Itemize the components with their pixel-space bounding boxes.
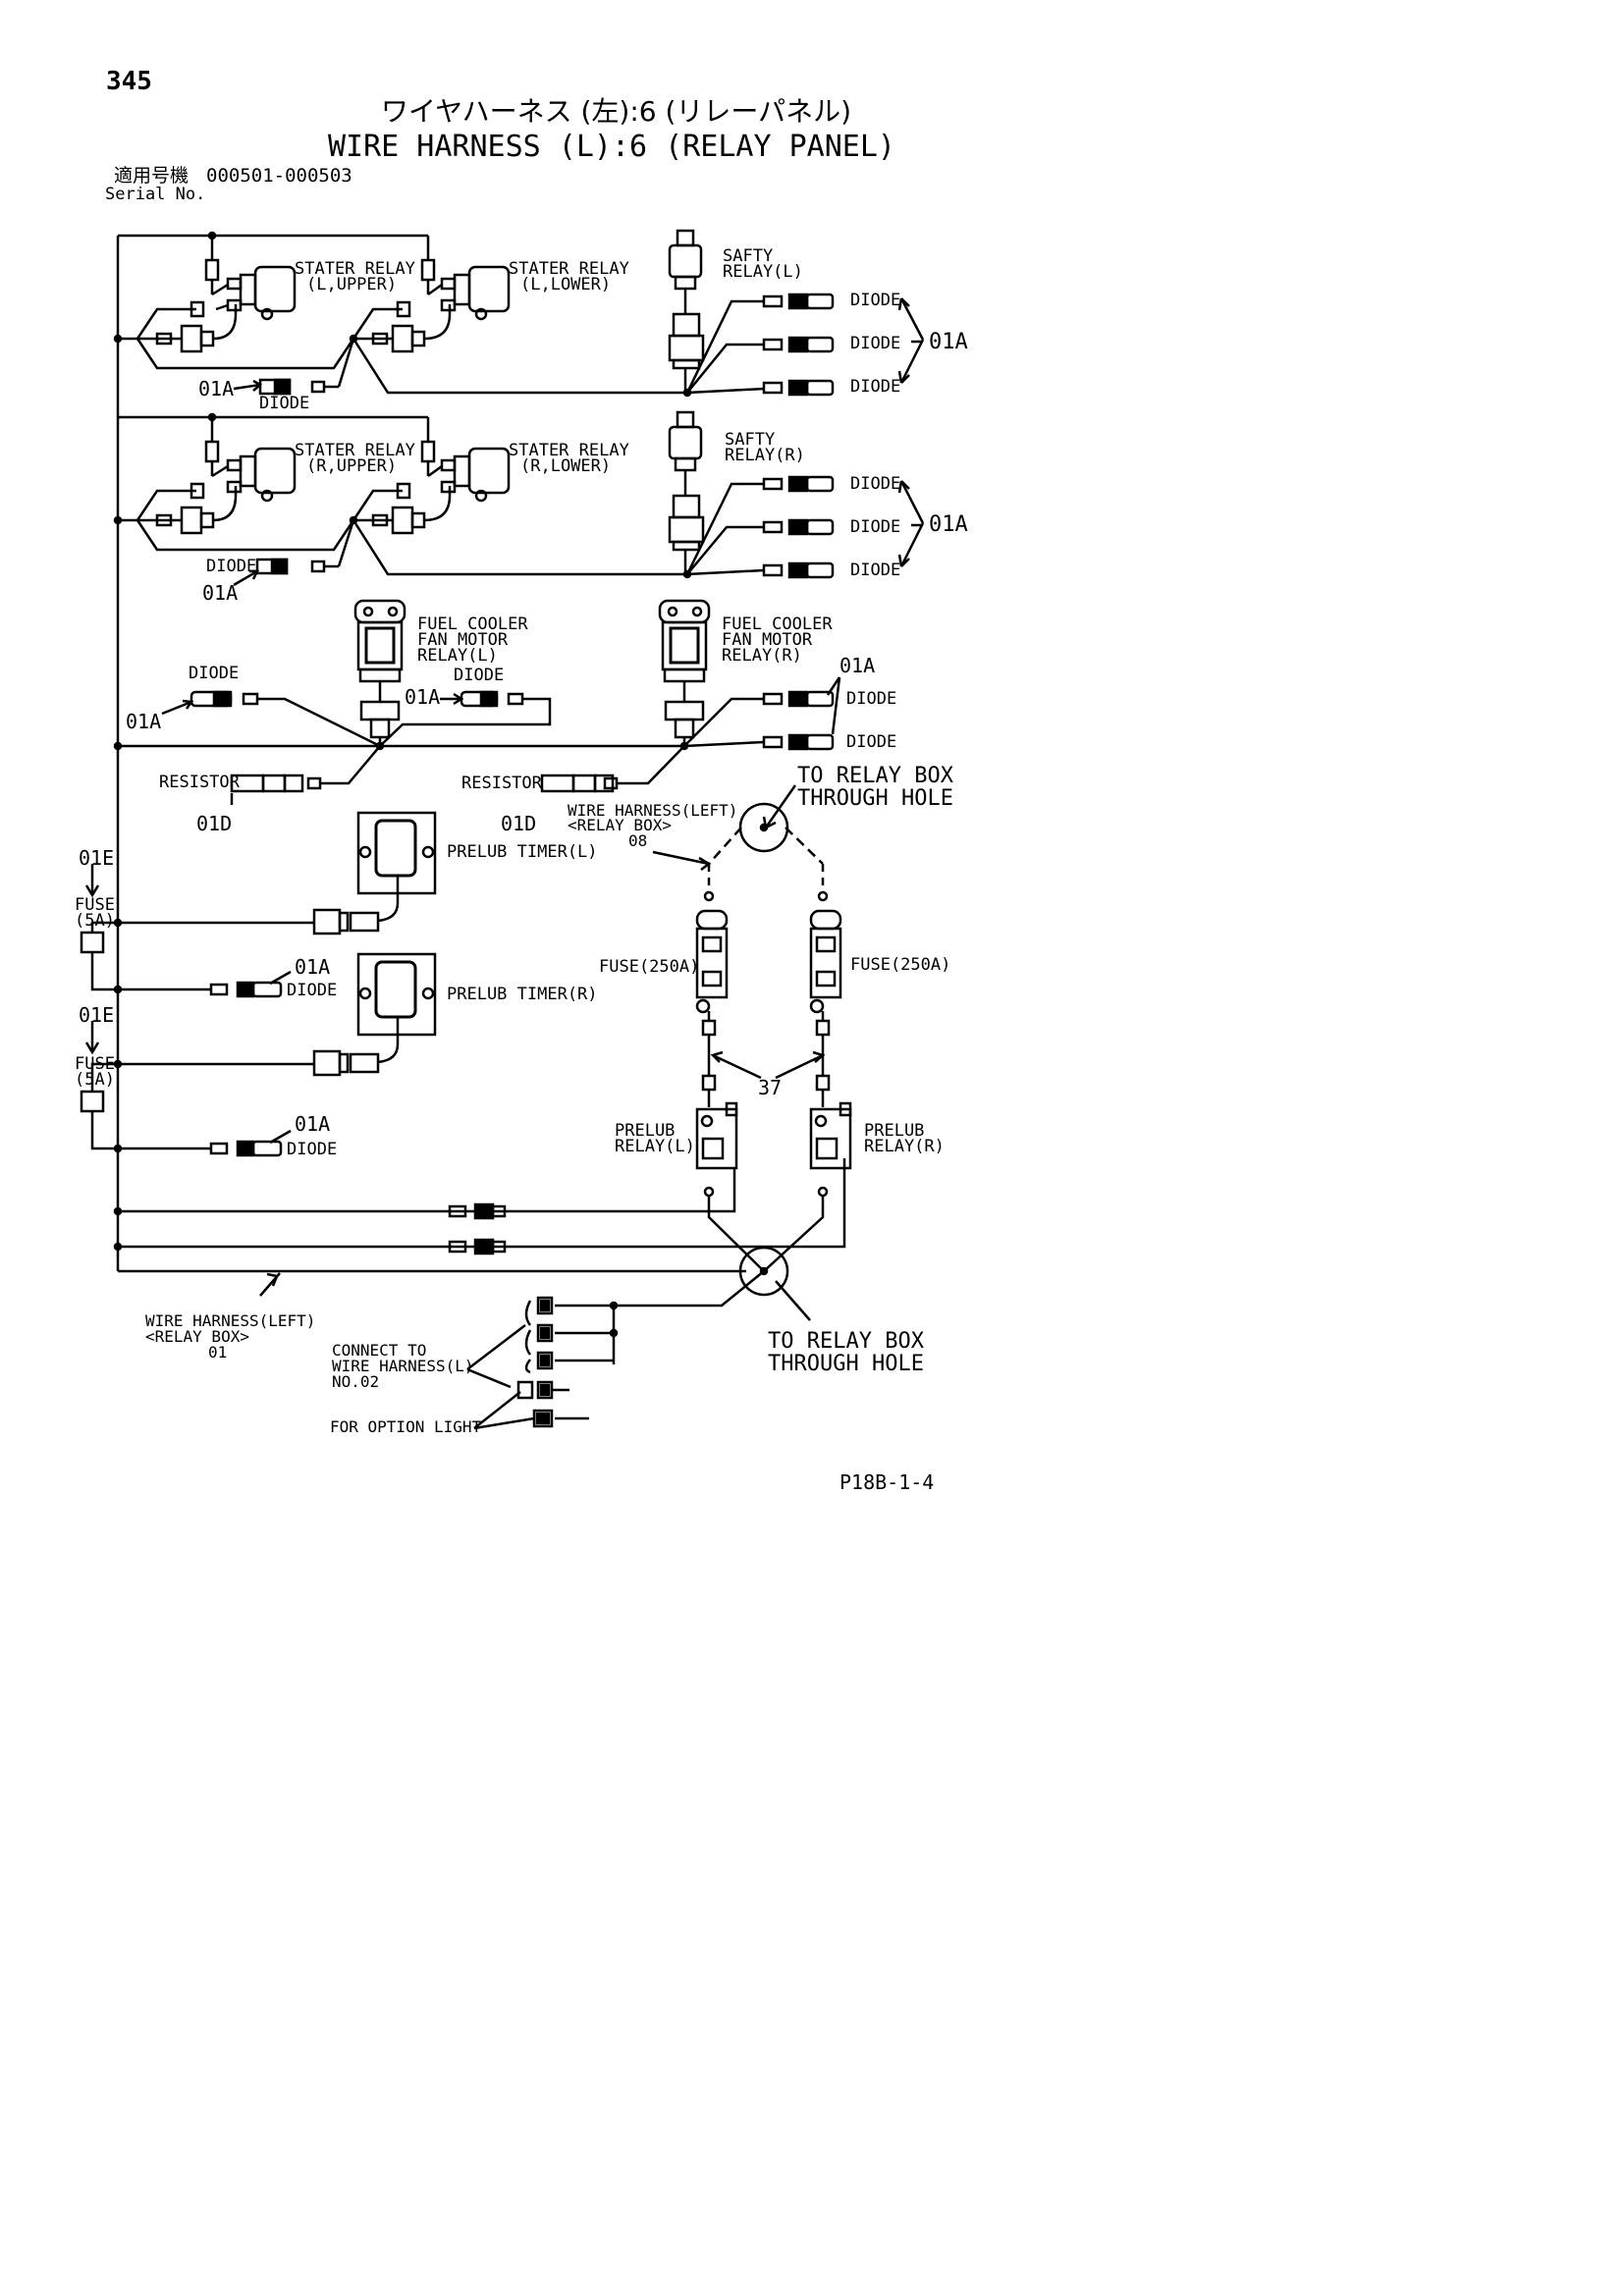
safty-relay-r <box>668 410 705 574</box>
label-01a: 01A <box>929 512 968 537</box>
label-prelub-relay-r: RELAY(R) <box>864 1137 945 1156</box>
label-prelub-l: PRELUB <box>615 1121 676 1141</box>
label-relay-r-fuel: RELAY(R) <box>722 646 802 666</box>
label-01a: 01A <box>405 685 441 709</box>
label-for-option-light: FOR OPTION LIGHT <box>330 1417 482 1436</box>
footer-code: P18B-1-4 <box>839 1470 935 1494</box>
label-diode: DIODE <box>189 664 240 683</box>
label-01: 01 <box>208 1343 228 1362</box>
label-through-hole-bottom: THROUGH HOLE <box>768 1352 924 1376</box>
label-diode: DIODE <box>287 981 338 1000</box>
label-relay-box: <RELAY BOX> <box>568 816 672 834</box>
label-fan-motor-r: FAN MOTOR <box>722 630 813 650</box>
label-to-relay-box-top: TO RELAY BOX <box>797 764 953 788</box>
page-number: 345 <box>106 67 152 96</box>
safty-relay-l <box>668 229 705 393</box>
label-diode: DIODE <box>850 561 901 580</box>
label-resistor-l: RESISTOR <box>159 773 240 792</box>
label-01a: 01A <box>839 654 876 677</box>
label-diode: DIODE <box>846 732 897 752</box>
label-08: 08 <box>628 831 648 850</box>
label-01a: 01A <box>295 1112 331 1136</box>
label-resistor-r: RESISTOR <box>461 774 542 793</box>
diode-connectors-l <box>762 293 835 397</box>
label-through-hole-top: THROUGH HOLE <box>797 786 953 811</box>
label-diode: DIODE <box>850 517 901 537</box>
label-fan-motor-l: FAN MOTOR <box>417 630 509 650</box>
label-prelub-r: PRELUB <box>864 1121 925 1141</box>
label-r-lower: (R,LOWER) <box>520 456 612 476</box>
label-01d: 01D <box>501 812 537 835</box>
serial-range: 000501-000503 <box>206 165 352 187</box>
label-relay-box-bottom: <RELAY BOX> <box>145 1327 249 1346</box>
prelub-timer-l <box>118 811 437 935</box>
label-fuse-250a-r: FUSE(250A) <box>850 955 951 975</box>
fuse-250a-l <box>695 890 729 1107</box>
stater-relay-l-upper <box>204 258 297 321</box>
label-diode: DIODE <box>454 666 505 685</box>
label-fuse-5a: (5A) <box>75 911 115 931</box>
label-stater-relay-l-upper: STATER RELAY <box>295 259 415 279</box>
label-l-upper: (L,UPPER) <box>306 275 398 294</box>
label-01d: 01D <box>196 812 233 835</box>
label-safty-r: SAFTY <box>725 430 776 450</box>
label-01a: 01A <box>126 710 162 733</box>
label-prelub-relay-l: RELAY(L) <box>615 1137 695 1156</box>
label-relay-l: RELAY(L) <box>723 262 803 282</box>
label-diode: DIODE <box>287 1140 338 1159</box>
label-diode: DIODE <box>850 291 901 310</box>
label-connect-to: CONNECT TO <box>332 1341 427 1360</box>
serial-label-jp: 適用号機 <box>114 165 189 187</box>
label-diode: DIODE <box>850 334 901 353</box>
label-diode: DIODE <box>206 557 257 576</box>
label-fuse: FUSE <box>75 895 115 915</box>
prelub-relay-l <box>695 1101 738 1198</box>
label-wire-harness-left-bottom: WIRE HARNESS(LEFT) <box>145 1311 316 1330</box>
label-01e: 01E <box>79 1003 115 1027</box>
label-prelub-timer-r: PRELUB TIMER(R) <box>447 985 598 1004</box>
label-safty-l: SAFTY <box>723 246 774 266</box>
label-01e: 01E <box>79 846 115 870</box>
label-fuel-cooler-l: FUEL COOLER <box>417 614 528 634</box>
prelub-relay-r <box>809 1101 852 1198</box>
title-english: WIRE HARNESS (L):6 (RELAY PANEL) <box>328 130 895 164</box>
fuse-250a-r <box>809 890 842 1107</box>
label-01a: 01A <box>202 581 239 605</box>
label-r-upper: (R,UPPER) <box>306 456 398 476</box>
label-to-relay-box-bottom: TO RELAY BOX <box>768 1329 924 1354</box>
label-37: 37 <box>758 1076 783 1099</box>
label-stater-relay-r-lower: STATER RELAY <box>509 441 629 460</box>
label-01a: 01A <box>198 377 235 400</box>
label-stater-relay-r-upper: STATER RELAY <box>295 441 415 460</box>
label-l-lower: (L,LOWER) <box>520 275 612 294</box>
label-diode: DIODE <box>259 394 310 413</box>
label-wire-harness-l: WIRE HARNESS(L) <box>332 1357 474 1375</box>
title-japanese: ワイヤハーネス (左):6 (リレーパネル) <box>381 95 852 128</box>
label-fuse: FUSE <box>75 1054 115 1074</box>
fuel-cooler-relay-l <box>353 599 406 746</box>
label-stater-relay-l-lower: STATER RELAY <box>509 259 629 279</box>
fuel-cooler-relay-r <box>658 599 711 746</box>
label-relay-r: RELAY(R) <box>725 446 805 465</box>
label-prelub-timer-l: PRELUB TIMER(L) <box>447 842 598 862</box>
diode-connectors-r <box>762 475 835 579</box>
label-no02: NO.02 <box>332 1372 380 1391</box>
label-diode: DIODE <box>846 689 897 709</box>
option-connectors <box>466 1296 619 1430</box>
label-diode: DIODE <box>850 377 901 397</box>
stater-relay-l-lower <box>420 258 511 321</box>
label-relay-l-fuel: RELAY(L) <box>417 646 498 666</box>
serial-label-en: Serial No. <box>105 185 206 204</box>
label-wire-harness-left: WIRE HARNESS(LEFT) <box>568 801 738 820</box>
stater-relay-r-upper <box>204 440 297 503</box>
label-diode: DIODE <box>850 474 901 494</box>
label-01a: 01A <box>929 330 968 354</box>
prelub-timer-r <box>118 952 437 1077</box>
label-fuel-cooler-r: FUEL COOLER <box>722 614 833 634</box>
stater-relay-r-lower <box>420 440 511 503</box>
label-fuse-5a: (5A) <box>75 1070 115 1090</box>
label-fuse-250a-l: FUSE(250A) <box>599 957 700 977</box>
label-01a: 01A <box>295 955 331 979</box>
